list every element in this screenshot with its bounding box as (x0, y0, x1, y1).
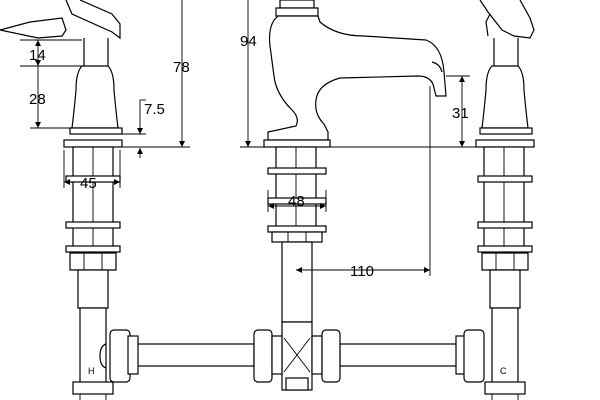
dim-label-45: 45 (80, 175, 97, 192)
dim-label-14: 14 (29, 47, 46, 64)
hot-spindle (83, 38, 109, 66)
spout-washer-1 (267, 167, 327, 175)
spout-washer-3 (267, 225, 327, 233)
dimension-labels: 14 28 7.5 78 45 94 48 110 31 (29, 33, 469, 280)
cold-marking: C (500, 366, 507, 376)
cold-spindle (493, 38, 519, 66)
hot-lever-handle (0, 17, 67, 39)
hot-lever-arm (65, 0, 121, 40)
hot-down-pipe (79, 307, 107, 391)
tee-bottom (285, 377, 309, 391)
cold-down-pipe (491, 307, 519, 391)
spout-body (267, 15, 447, 141)
dim-label-110: 110 (350, 263, 374, 280)
hot-valve: H (0, 0, 123, 400)
left-elbow-bend (99, 343, 107, 369)
centre-left-olive (271, 335, 283, 375)
left-elbow-nut (109, 329, 131, 383)
cold-backnut (481, 252, 529, 271)
centre-right-nut (321, 329, 341, 383)
cold-tail (489, 269, 521, 309)
dim-label-78: 78 (173, 59, 190, 76)
hot-backnut (69, 252, 117, 271)
hot-tail (77, 269, 109, 309)
left-elbow-olive (127, 335, 139, 375)
cold-washer-3 (477, 245, 533, 253)
spout-cap (279, 0, 315, 9)
dim-label-31: 31 (452, 105, 469, 122)
right-horizontal-pipe (339, 343, 467, 367)
right-elbow-nut (463, 329, 485, 383)
centre-left-nut (253, 329, 273, 383)
dim-label-94: 94 (240, 33, 257, 50)
left-horizontal-pipe (135, 343, 255, 367)
hot-flange (63, 139, 123, 148)
dimension-lines (20, 0, 476, 276)
hot-shroud (71, 65, 119, 129)
spout-flange (263, 139, 331, 148)
cold-washer-2 (477, 221, 533, 229)
spout-backnut (271, 231, 323, 243)
cold-shroud (481, 65, 529, 129)
hot-connector (72, 381, 114, 395)
spout-tail (281, 241, 313, 323)
hot-collar (69, 127, 123, 135)
cold-washer-1 (477, 175, 533, 183)
cold-collar (479, 127, 533, 135)
spout-assembly (263, 0, 447, 391)
cold-valve: C (475, 0, 535, 400)
cold-lever-handle (479, 0, 535, 39)
pipework (99, 329, 485, 383)
cold-lever-arm (485, 13, 491, 37)
cold-flange (475, 139, 535, 148)
hot-washer-3 (65, 245, 121, 253)
cold-connector (484, 381, 526, 395)
dim-label-48: 48 (288, 193, 305, 210)
dim-label-28: 28 (29, 91, 46, 108)
dim-label-7-5: 7.5 (144, 101, 165, 118)
spout-cap-ring (275, 7, 319, 17)
centre-right-olive (311, 335, 323, 375)
hot-marking: H (88, 366, 95, 376)
hot-washer-2 (65, 221, 121, 229)
spout-mouth (431, 61, 443, 73)
